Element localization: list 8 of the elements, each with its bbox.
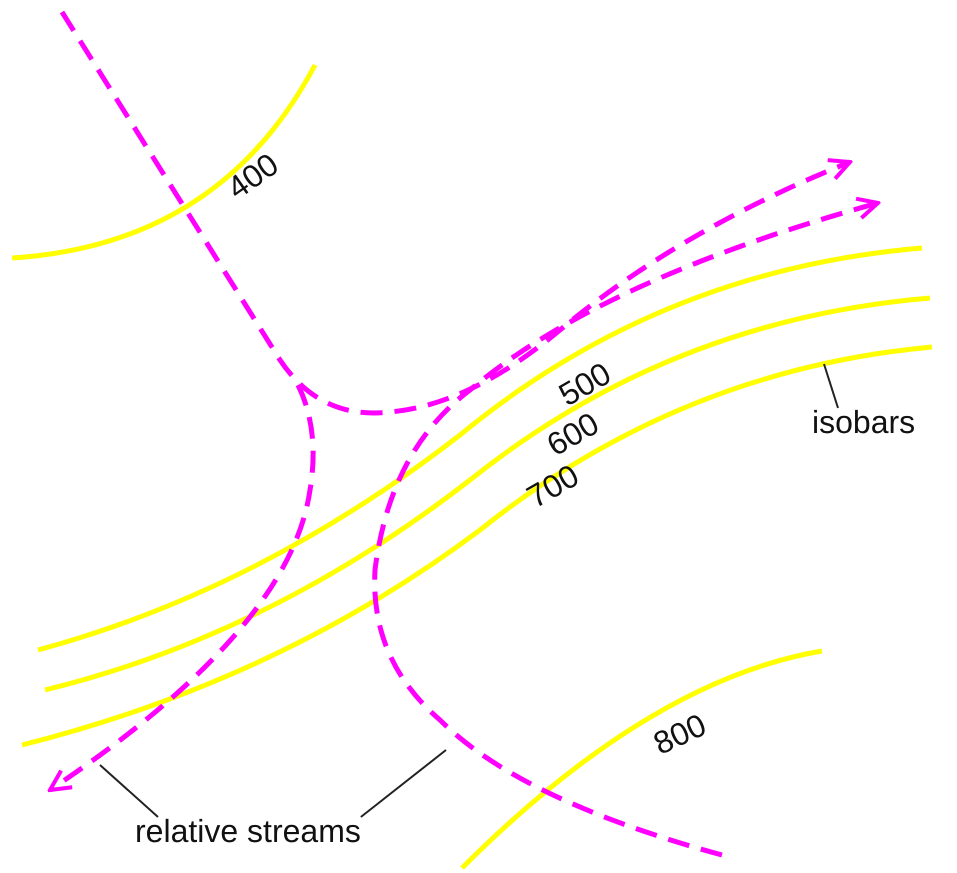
isobar-value: 400	[222, 148, 284, 204]
leader-line	[360, 749, 447, 818]
callout-text: isobars	[812, 406, 916, 438]
isobar-value: 700	[522, 458, 584, 514]
leader-line	[99, 764, 159, 818]
callout-text: relative streams	[135, 815, 361, 847]
leader-line	[823, 364, 839, 408]
isobar-value: 800	[648, 708, 711, 760]
